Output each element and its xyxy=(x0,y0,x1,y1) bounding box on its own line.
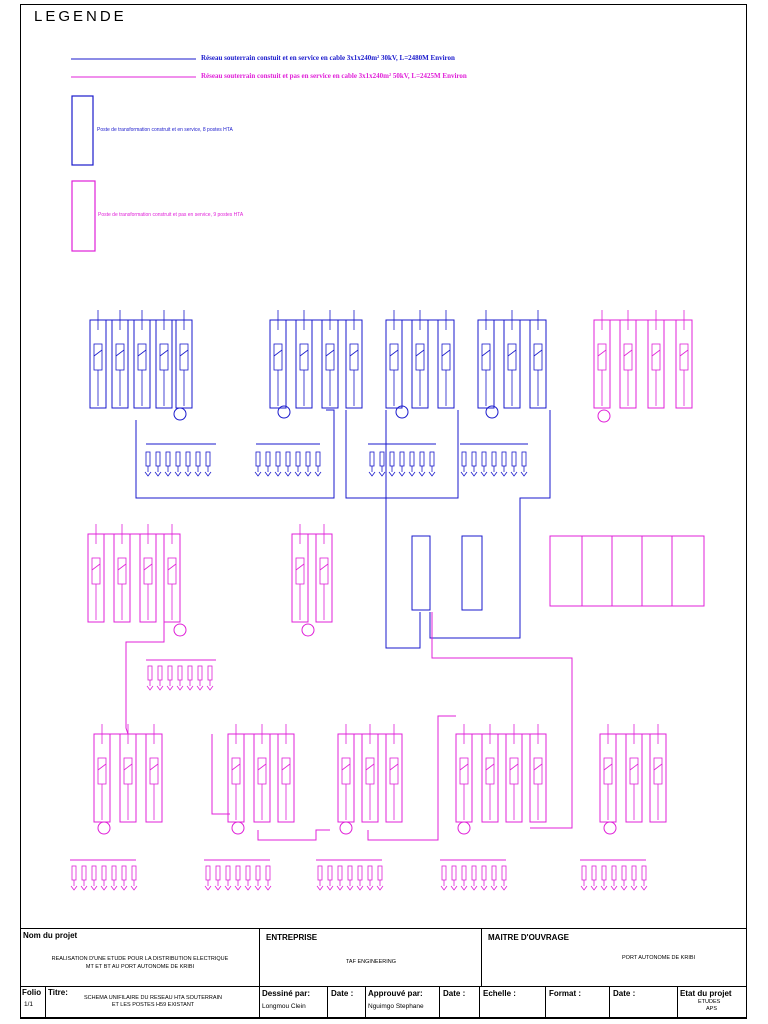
folio-value: 1/1 xyxy=(24,1001,34,1008)
drawing-frame xyxy=(20,4,747,1018)
company-label: ENTREPRISE xyxy=(266,933,318,942)
lv-feeders-13 xyxy=(580,859,648,891)
station-10 xyxy=(227,723,295,835)
approved-label: Approuvé par: xyxy=(368,989,423,998)
lv-feeders-3 xyxy=(368,443,436,477)
approved-value: Nguimgo Stephane xyxy=(368,1003,424,1010)
title-block: Nom du projet REALISATION D'UNE ETUDE PO… xyxy=(20,928,747,1019)
drawn-date-cell: Date : xyxy=(328,987,366,1019)
state-cell: Etat du projet ETUDES APS xyxy=(678,987,747,1019)
company-cell: ENTREPRISE TAF ENGINEERING xyxy=(260,929,482,987)
project-label: Nom du projet xyxy=(23,931,78,940)
lv-feeders-10 xyxy=(204,859,272,891)
station-13 xyxy=(599,723,667,835)
format-cell: Format : xyxy=(546,987,610,1019)
approved-date-label: Date : xyxy=(443,989,466,998)
date-cell: Date : xyxy=(610,987,678,1019)
legend-line-in-service-label: Réseau souterrain constuit et en service… xyxy=(201,54,455,62)
station-1 xyxy=(89,309,193,421)
station-8 xyxy=(549,535,705,607)
scale-label: Echelle : xyxy=(483,989,516,998)
station-7 xyxy=(291,523,333,637)
folio-cell: Folio 1/1 xyxy=(20,987,46,1019)
owner-cell: MAITRE D'OUVRAGE PORT AUTONOME DE KRIBI xyxy=(482,929,747,987)
station-11 xyxy=(337,723,403,835)
project-cell: Nom du projet REALISATION D'UNE ETUDE PO… xyxy=(20,929,260,987)
legend-box-in-service xyxy=(71,95,94,166)
format-label: Format : xyxy=(549,989,581,998)
legend-box-not-in-service-label: Poste de transformation construit et pas… xyxy=(98,212,244,218)
station-12 xyxy=(455,723,547,835)
folio-label: Folio xyxy=(22,988,42,997)
drawn-cell: Dessiné par: Longmou Clein xyxy=(260,987,328,1019)
magenta-cables xyxy=(125,612,573,841)
lv-feeders-12 xyxy=(440,859,508,891)
titre-label: Titre: xyxy=(48,988,68,997)
approved-date-cell: Date : xyxy=(440,987,480,1019)
project-value-1: REALISATION D'UNE ETUDE POUR LA DISTRIBU… xyxy=(51,956,229,962)
legend-box-in-service-label: Poste de transformation construit et en … xyxy=(97,127,233,133)
scale-cell: Echelle : xyxy=(480,987,546,1019)
titre-value-1: SCHEMA UNIFILAIRE DU RESEAU HTA SOUTERRA… xyxy=(83,995,223,1001)
drawn-value: Longmou Clein xyxy=(262,1003,306,1010)
lv-feeders-6 xyxy=(146,659,216,691)
legend-title: LEGENDE xyxy=(34,8,127,25)
project-value-2: MT ET BT AU PORT AUTONOME DE KRIBI xyxy=(85,964,195,970)
company-value: TAF ENGINEERING xyxy=(345,959,396,965)
state-label: Etat du projet xyxy=(680,989,732,998)
titre-value-2: ET LES POSTES H59 EXISTANT xyxy=(111,1002,195,1008)
state-value-1: ETUDES xyxy=(698,999,721,1005)
lv-feeders-1 xyxy=(144,443,216,477)
state-value-2: APS xyxy=(706,1006,718,1012)
lv-feeders-9 xyxy=(70,859,138,891)
approved-cell: Approuvé par: Nguimgo Stephane xyxy=(366,987,440,1019)
legend-line-not-in-service-label: Réseau souterrain constuit et pas en ser… xyxy=(201,72,467,80)
station-3 xyxy=(385,309,455,419)
owner-label: MAITRE D'OUVRAGE xyxy=(488,933,570,942)
lv-feeders-4 xyxy=(460,443,528,477)
station-2 xyxy=(269,309,363,419)
lv-feeders-2 xyxy=(254,443,322,477)
owner-value: PORT AUTONOME DE KRIBI xyxy=(622,955,696,961)
single-line-diagram xyxy=(70,58,705,891)
drawn-label: Dessiné par: xyxy=(262,989,311,998)
titre-cell: Titre: SCHEMA UNIFILAIRE DU RESEAU HTA S… xyxy=(46,987,260,1019)
legend-box-not-in-service xyxy=(71,180,96,252)
date-label: Date : xyxy=(613,989,636,998)
station-4 xyxy=(477,309,547,419)
drawn-date-label: Date : xyxy=(331,989,354,998)
lv-feeders-11 xyxy=(316,859,384,891)
station-6 xyxy=(87,523,187,637)
blue-cables xyxy=(135,409,551,649)
station-5 xyxy=(593,309,693,423)
station-9 xyxy=(93,723,163,835)
